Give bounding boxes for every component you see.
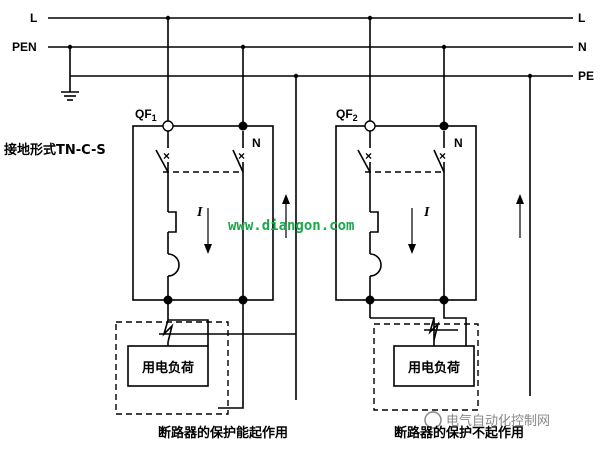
- load2-fault-arc: [428, 317, 440, 341]
- qf1-n-label: N: [252, 136, 261, 150]
- qf2-switch-blade-n: [433, 149, 445, 173]
- load2-box: [393, 345, 475, 387]
- load-circuit-2: 用电负荷: [369, 73, 533, 411]
- qf1-top-terminal-l: [162, 120, 174, 132]
- qf2-body: [335, 125, 477, 301]
- watermark-site: www.diangon.com: [228, 218, 354, 234]
- qf1-label: QF1: [135, 107, 157, 123]
- load2-enclosure: [373, 323, 479, 411]
- qf1-body: [132, 125, 274, 301]
- watermark-channel-label: 电气自动化控制网: [446, 413, 550, 429]
- ground-icon: [61, 91, 79, 101]
- load1-label: 用电负荷: [141, 360, 194, 376]
- pen-label: PEN: [12, 40, 37, 54]
- qf1-thermal-element: [168, 211, 177, 233]
- pe-label-right: PE: [578, 69, 594, 83]
- qf1-top-terminal-n: [238, 121, 248, 131]
- load1-box: [127, 345, 209, 387]
- wechat-icon: [424, 411, 442, 429]
- breaker-qf2: × × I QF2 N: [335, 15, 477, 305]
- bus-lines: [48, 17, 573, 92]
- caption-right: 断路器的保护不起作用: [394, 425, 524, 441]
- l-label-right: L: [578, 11, 585, 25]
- qf1-contact-x-l: ×: [163, 149, 170, 163]
- breaker-qf1: × × I QF1 N: [132, 15, 274, 305]
- qf2-contact-x-l: ×: [365, 149, 372, 163]
- qf2-label: QF2: [336, 107, 358, 123]
- load1-fault-arc: [162, 319, 174, 343]
- qf2-current-label: I: [423, 205, 430, 220]
- watermark-channel: 电气自动化控制网: [424, 411, 550, 429]
- qf2-switch-blade-l: [357, 149, 371, 173]
- qf1-current-label: I: [196, 205, 203, 220]
- caption-left: 断路器的保护能起作用: [158, 425, 288, 441]
- l-label-left: L: [30, 11, 37, 25]
- qf2-magnetic-coil: [369, 253, 382, 277]
- qf1-contact-x-n: ×: [238, 149, 245, 163]
- qf2-n-label: N: [454, 136, 463, 150]
- pen-junction-dot: [67, 44, 73, 50]
- qf1-switch-blade-l: [155, 149, 169, 173]
- load-circuit-1: 用电负荷: [115, 73, 299, 415]
- qf2-contact-x-n: ×: [439, 149, 446, 163]
- qf1-magnetic-coil: [167, 253, 180, 277]
- n-label-right: N: [578, 40, 587, 54]
- qf2-top-terminal-n: [439, 121, 449, 131]
- qf1-switch-blade-n: [232, 149, 244, 173]
- load2-label: 用电负荷: [407, 360, 460, 376]
- qf2-top-terminal-l: [364, 120, 376, 132]
- load1-enclosure: [115, 321, 229, 415]
- grounding-system-label: 接地形式TN-C-S: [4, 142, 106, 158]
- qf2-thermal-element: [370, 211, 379, 233]
